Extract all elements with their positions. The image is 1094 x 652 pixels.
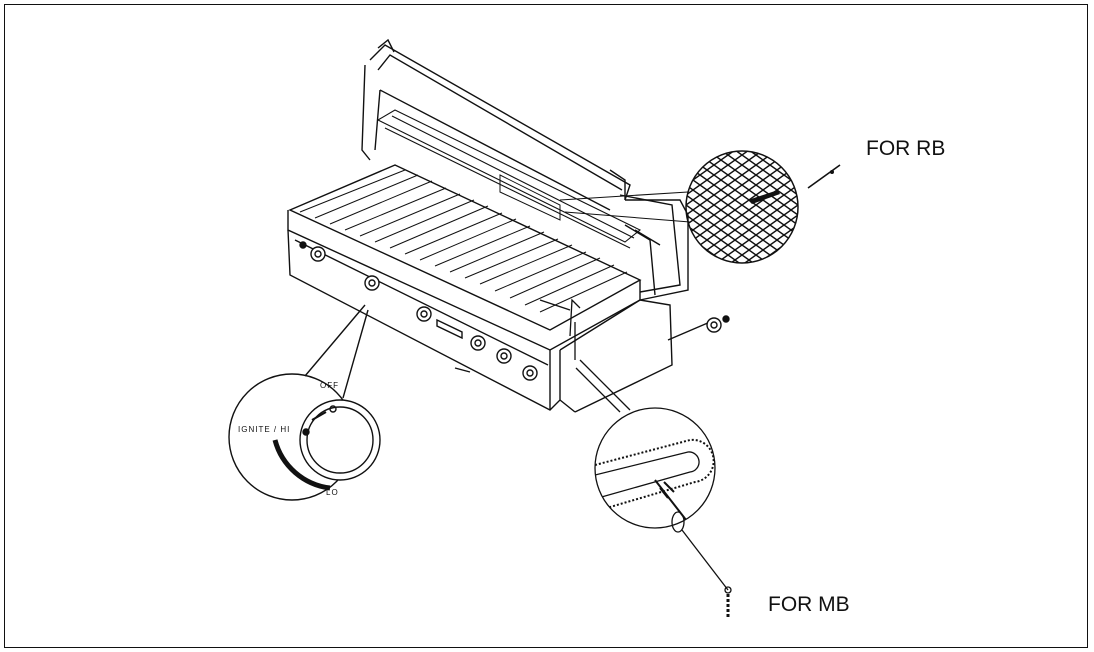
rb-mesh-inset: [559, 150, 841, 264]
control-knobs: [299, 241, 730, 381]
label-knob-off: OFF: [320, 381, 339, 390]
figure-frame: [4, 4, 1088, 648]
knob-detail-inset: [228, 304, 381, 501]
mb-burner-inset: [539, 298, 732, 618]
grill-hood: [361, 38, 689, 301]
label-knob-ignite: IGNITE / HI: [238, 425, 290, 434]
label-knob-lo: LO: [326, 488, 339, 497]
grill-body: [287, 210, 711, 413]
cooking-grate: [288, 164, 642, 331]
label-for-rb: FOR RB: [866, 137, 945, 160]
warming-rack: [376, 109, 642, 249]
label-for-mb: FOR MB: [768, 593, 850, 616]
